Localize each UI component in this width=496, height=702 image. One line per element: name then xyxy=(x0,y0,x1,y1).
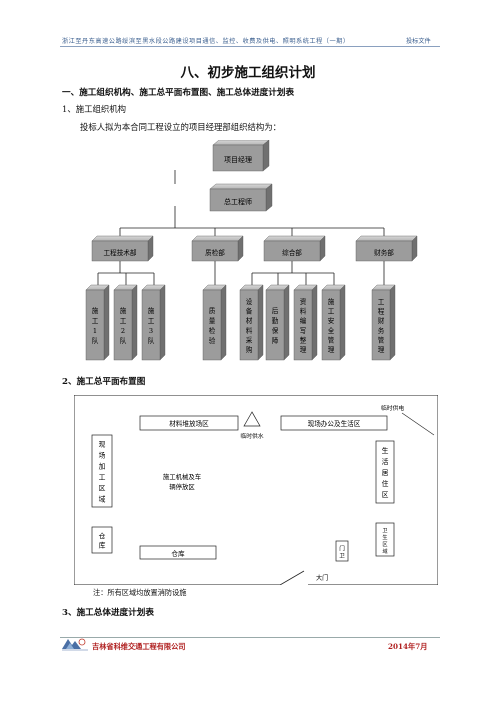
temp-power-marker: 临时供电 xyxy=(381,404,435,436)
section1-subheading: 1、施工组织机构 xyxy=(62,104,126,114)
footer-date: 2014年7月 xyxy=(388,642,428,651)
org-team-box-6: 资料编写整理 xyxy=(293,284,318,361)
section1-paragraph: 投标人拟为本合同工程设立的项目经理部组织结构为： xyxy=(80,122,281,132)
section1-heading: 一、施工组织机构、施工总平面布置图、施工总体进度计划表 xyxy=(62,88,295,98)
org-team-box-4: 设备材料采购 xyxy=(239,284,264,361)
material-yard-box: 材料堆放场区 xyxy=(139,415,239,431)
org-team-box-8: 工程财务管理 xyxy=(371,284,396,361)
header-title: 浙江至丹东高速公路绥滨至黑水段公路建设项目通信、监控、收费及供电、照明系统工程（… xyxy=(62,38,350,45)
water-triangle-icon xyxy=(243,411,261,427)
org-dept-box-2: 综合部 xyxy=(263,235,326,262)
machinery-label-line2: 辆停放区 xyxy=(169,482,195,491)
material-yard-label: 材料堆放场区 xyxy=(169,419,209,428)
fire-facility-note: 注：所有区域均放置消防设施 xyxy=(93,588,187,597)
header-divider xyxy=(60,46,440,47)
company-logo xyxy=(62,638,88,651)
org-box-project-manager: 项目经理 xyxy=(212,140,270,172)
main-gate-label: 大门 xyxy=(316,574,328,582)
site-plan: 材料堆放场区 临时供水 现场办公及生活区 临时供电 现场加工区域 施工机械及车 … xyxy=(74,395,438,585)
org-dept-box-0: 工程技术部 xyxy=(91,235,154,262)
processing-area-box: 现场加工区域 xyxy=(91,434,113,508)
header-doc-type: 投标文件 xyxy=(406,38,431,45)
org-team-label-5: 后勤保障 xyxy=(272,306,279,345)
gate-house-box: 门卫 xyxy=(335,540,349,562)
section3-heading: 3、施工总体进度计划表 xyxy=(62,608,154,618)
org-team-box-3: 质量检验 xyxy=(202,284,227,361)
chapter-title: 八、初步施工组织计划 xyxy=(180,65,316,81)
org-dept-label-1: 质检部 xyxy=(205,248,225,257)
toilet-area-box: 卫生区域 xyxy=(375,522,395,557)
machinery-label-line1: 施工机械及车 xyxy=(163,472,202,481)
office-area-label: 现场办公及生活区 xyxy=(308,419,361,428)
temp-water-label: 临时供水 xyxy=(240,432,263,440)
org-team-label-8: 工程财务管理 xyxy=(378,298,385,354)
org-team-label-4: 设备材料采购 xyxy=(246,297,253,354)
warehouse-bottom-box: 仓库 xyxy=(139,545,217,560)
living-area-box: 生活居住区 xyxy=(375,440,395,504)
temp-power-label: 临时供电 xyxy=(381,404,404,412)
org-team-box-7: 施工安全管理 xyxy=(321,284,346,361)
org-label-project-manager: 项目经理 xyxy=(224,155,252,164)
machinery-area: 施工机械及车 辆停放区 xyxy=(163,472,202,491)
footer-divider xyxy=(60,637,440,638)
org-dept-label-0: 工程技术部 xyxy=(104,248,137,257)
org-team-label-7: 施工安全管理 xyxy=(328,297,335,354)
warehouse-left-label: 仓库 xyxy=(99,532,106,550)
org-team-label-6: 资料编写整理 xyxy=(300,297,307,354)
org-dept-label-2: 综合部 xyxy=(282,248,302,257)
main-gate: 大门 xyxy=(279,570,328,585)
office-area-box: 现场办公及生活区 xyxy=(280,415,388,431)
section2-heading: 2、施工总平面布置图 xyxy=(62,377,146,387)
gate-house-label: 门卫 xyxy=(339,545,345,560)
org-dept-label-3: 财务部 xyxy=(374,248,394,257)
org-label-chief-engineer: 总工程师 xyxy=(224,197,252,206)
temp-water-marker: 临时供水 xyxy=(240,411,264,440)
warehouse-bottom-label: 仓库 xyxy=(171,549,185,558)
org-team-label-3: 质量检验 xyxy=(209,306,216,345)
toilet-area-label: 卫生区域 xyxy=(382,527,387,555)
org-dept-box-1: 质检部 xyxy=(191,235,244,262)
org-dept-box-3: 财务部 xyxy=(355,235,418,262)
warehouse-left-box: 仓库 xyxy=(91,526,113,554)
org-box-chief-engineer: 总工程师 xyxy=(209,183,273,212)
living-area-label: 生活居住区 xyxy=(382,446,389,499)
footer-company: 吉林省科维交通工程有限公司 xyxy=(92,642,186,651)
processing-area-label: 现场加工区域 xyxy=(99,441,106,504)
org-team-box-5: 后勤保障 xyxy=(265,284,290,361)
